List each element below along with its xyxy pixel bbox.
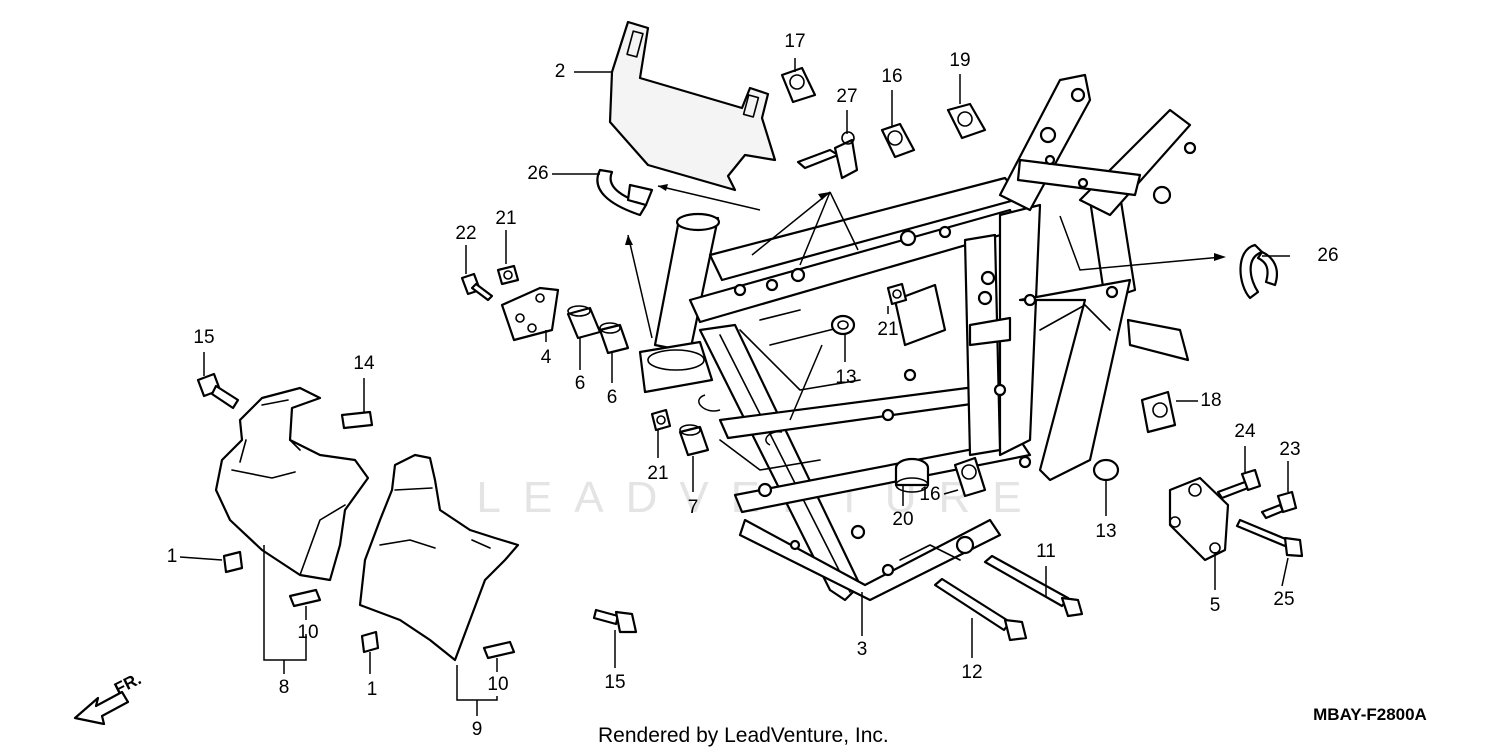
- part-13-grommet-right[interactable]: [1092, 458, 1120, 482]
- part-1-nut-a[interactable]: [222, 550, 244, 574]
- callout-19: 19: [949, 50, 970, 71]
- callout-23: 23: [1279, 439, 1300, 460]
- diagram-code: MBAY-F2800A: [1313, 705, 1427, 724]
- part-23-bolt[interactable]: [1260, 490, 1298, 520]
- part-16-clamp-lower[interactable]: [953, 456, 987, 498]
- part-19-clamp[interactable]: [946, 102, 987, 140]
- callout-21-top: 21: [495, 208, 516, 229]
- callout-18: 18: [1200, 390, 1221, 411]
- callout-17: 17: [784, 31, 805, 52]
- callout-14: 14: [353, 353, 375, 374]
- callout-21-low: 21: [647, 463, 668, 484]
- callout-15-bottom: 15: [604, 672, 625, 693]
- callout-21-mid: 21: [877, 319, 898, 340]
- part-24-bolt[interactable]: [1216, 468, 1262, 500]
- part-1-nut-b[interactable]: [360, 630, 380, 654]
- part-14-clip[interactable]: [340, 410, 374, 430]
- part-21-nut-low[interactable]: [650, 408, 672, 432]
- part-18-clamp[interactable]: [1140, 390, 1177, 434]
- part-8-cover[interactable]: [214, 386, 370, 582]
- callout-24: 24: [1234, 421, 1256, 442]
- callout-4: 4: [541, 347, 552, 368]
- part-5-bracket[interactable]: [1168, 476, 1230, 562]
- callout-26-left: 26: [527, 163, 548, 184]
- footer-credit: Rendered by LeadVenture, Inc.: [598, 724, 889, 747]
- callout-leaders: [179, 58, 1290, 716]
- front-direction-arrow: FR.: [73, 669, 144, 726]
- callout-22: 22: [455, 223, 476, 244]
- callout-labels: 2 26 26 17 27 16 19 22 21 4 6 6 21 13 21…: [167, 31, 1339, 740]
- callout-15-left: 15: [193, 327, 214, 348]
- part-26-clip-left[interactable]: [596, 168, 654, 217]
- part-6-collar-b[interactable]: [598, 322, 630, 355]
- callout-25: 25: [1273, 589, 1294, 610]
- callout-10-b: 10: [487, 674, 508, 695]
- callout-1-b: 1: [367, 679, 378, 700]
- part-10-clip-a[interactable]: [288, 588, 322, 608]
- callout-27: 27: [836, 86, 857, 107]
- part-13-grommet-top[interactable]: [830, 314, 856, 336]
- part-26-clip-right[interactable]: [1239, 243, 1279, 300]
- callout-5: 5: [1210, 595, 1221, 616]
- callout-13-top: 13: [835, 367, 856, 388]
- callout-12: 12: [961, 662, 982, 683]
- part-15-screw-left[interactable]: [196, 372, 240, 410]
- part-22-bolt[interactable]: [460, 272, 494, 302]
- callout-3: 3: [857, 639, 868, 660]
- part-6-collar-a[interactable]: [566, 305, 602, 340]
- part-17-clamp[interactable]: [780, 66, 817, 104]
- callout-8: 8: [279, 677, 290, 698]
- part-20-clamp[interactable]: [894, 457, 930, 493]
- part-10-clip-b[interactable]: [482, 640, 516, 660]
- callout-26-right: 26: [1317, 245, 1338, 266]
- callout-1-a: 1: [167, 546, 178, 567]
- callout-2: 2: [555, 61, 566, 82]
- part-12-long-bolt[interactable]: [933, 577, 1028, 642]
- callout-6-a: 6: [575, 373, 586, 394]
- callout-16-top: 16: [881, 66, 902, 87]
- callout-10-a: 10: [297, 622, 318, 643]
- part-2-plate[interactable]: [608, 20, 777, 192]
- part-3-frame[interactable]: [638, 73, 1197, 602]
- part-9-cover[interactable]: [358, 453, 520, 662]
- part-21-nut-mid[interactable]: [886, 282, 908, 306]
- part-27-strap[interactable]: [796, 131, 859, 180]
- part-11-long-bolt[interactable]: [983, 554, 1084, 618]
- part-21-nut-top[interactable]: [496, 264, 520, 286]
- part-15-screw-bottom[interactable]: [592, 608, 638, 634]
- part-7-collar[interactable]: [678, 424, 710, 457]
- part-25-bolt[interactable]: [1235, 518, 1304, 558]
- callout-7: 7: [688, 497, 699, 518]
- callout-20: 20: [892, 509, 913, 530]
- callout-9: 9: [472, 719, 483, 740]
- callout-6-b: 6: [607, 387, 618, 408]
- part-4-bracket[interactable]: [500, 286, 560, 342]
- callout-16-lower: 16: [919, 484, 940, 505]
- callout-13-right: 13: [1095, 521, 1116, 542]
- callout-11: 11: [1036, 541, 1056, 562]
- part-16-clamp-top[interactable]: [880, 122, 916, 159]
